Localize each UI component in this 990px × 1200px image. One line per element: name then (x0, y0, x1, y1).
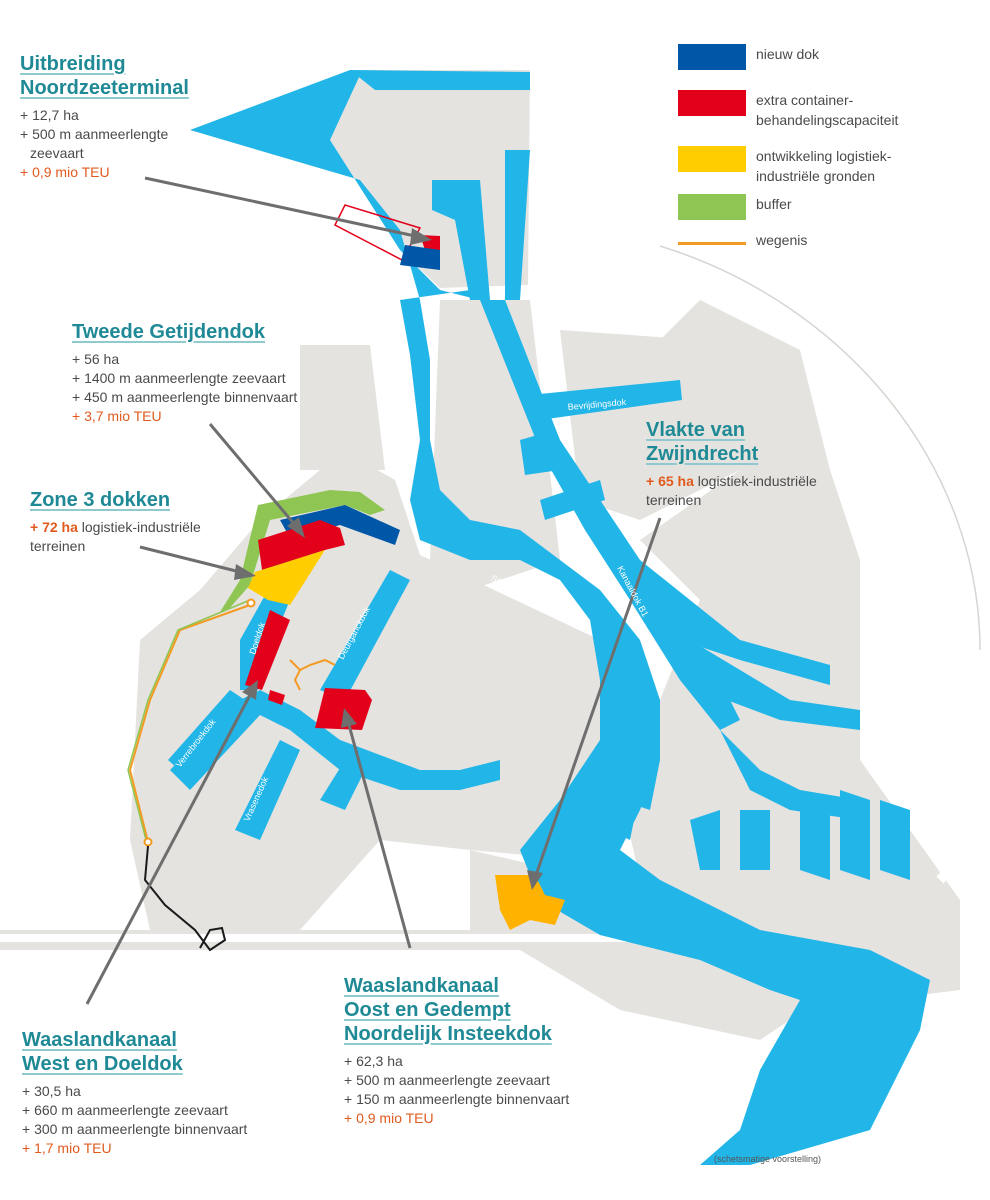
callout-line: + 500 m aanmeerlengte zeevaart (344, 1072, 550, 1088)
callout-line: + 30,5 ha (22, 1083, 81, 1099)
noordzeeterminal-project (333, 204, 440, 270)
callout-line: terreinen (646, 492, 702, 508)
logistics-zone3 (248, 550, 325, 605)
callout-highlight: + 72 ha (30, 519, 78, 535)
new-dock-getijdendok (280, 505, 400, 545)
legend-item-buffer: buffer (678, 194, 792, 220)
buffer-road (127, 599, 251, 841)
callout-highlight: + 65 ha (646, 473, 694, 489)
callout-title: Noordelijk Insteekdok (344, 1023, 552, 1045)
callout-teu: + 0,9 mio TEU (344, 1110, 434, 1126)
legend-label: nieuw dok (756, 46, 820, 62)
legend-label: ontwikkeling logistiek- industriële gron… (756, 148, 892, 184)
ring-road (658, 235, 990, 884)
pointer-arrows (85, 176, 662, 1005)
callout-getijdendok: Tweede Getijdendok + 56 ha + 1400 m aanm… (72, 320, 297, 426)
legend-item-container: extra container- behandelingscapaciteit (678, 90, 898, 130)
callout-zone3: Zone 3 dokken + 72 ha logistiek-industri… (30, 488, 201, 556)
legend-label: wegenis (756, 232, 808, 248)
container-doeldok (245, 610, 290, 690)
callout-line: terreinen (30, 538, 86, 554)
callout-teu: + 0,9 mio TEU (20, 164, 110, 180)
callout-waaslandkanaal-west: Waaslandkanaal West en Doeldok + 30,5 ha… (22, 1028, 247, 1158)
railway-loop (143, 845, 227, 952)
callout-line: + 660 m aanmeerlengte zeevaart (22, 1102, 228, 1118)
callout-line: + 56 ha (72, 351, 120, 367)
callout-line: + 1400 m aanmeerlengte zeevaart (72, 370, 286, 386)
legend-swatch-green (678, 194, 746, 220)
legend-swatch-blue (678, 44, 746, 70)
callout-title: Waaslandkanaal (22, 1029, 177, 1051)
callout-line: + 62,3 ha (344, 1053, 403, 1069)
legend-item-logistiek: ontwikkeling logistiek- industriële gron… (678, 146, 891, 186)
callout-title: Waaslandkanaal (344, 975, 499, 997)
callout-line: zeevaart (30, 145, 84, 161)
logistics-zwijndrecht (495, 875, 565, 930)
schematic-note: (schetsmatige voorstelling) (714, 1154, 822, 1164)
callout-noordzeeterminal: Uitbreiding Noordzeeterminal + 12,7 ha +… (20, 52, 189, 182)
container-doeldok-small (268, 690, 285, 705)
legend-swatch-yellow (678, 146, 746, 172)
road-node (143, 837, 153, 847)
callout-title: Zwijndrecht (646, 443, 759, 465)
callout-title: Vlakte van (646, 419, 745, 441)
callout-line: + 72 ha logistiek-industriële (30, 518, 201, 537)
callout-line: + 150 m aanmeerlengte binnenvaart (344, 1091, 570, 1107)
legend-label: buffer (756, 196, 792, 212)
container-getijdendok (258, 520, 345, 570)
zone3-project (220, 490, 400, 730)
callout-rest: logistiek-industriële (77, 519, 201, 535)
callout-title: West en Doeldok (22, 1053, 183, 1075)
legend-swatch-red (678, 90, 746, 116)
callout-line: + 500 m aanmeerlengte (20, 126, 169, 142)
callout-rest: logistiek-industriële (693, 473, 817, 489)
legend-item-wegenis: wegenis (678, 230, 807, 250)
callout-title: Noordzeeterminal (20, 77, 189, 99)
callout-title: Tweede Getijdendok (72, 321, 265, 343)
callout-title: Zone 3 dokken (30, 489, 171, 511)
buffer-zone (220, 490, 385, 612)
callout-title: Uitbreiding (20, 53, 126, 75)
callout-line: + 12,7 ha (20, 107, 79, 123)
legend-label: extra container- behandelingscapaciteit (756, 92, 899, 128)
orange-roads (128, 604, 336, 843)
callout-line: + 450 m aanmeerlengte binnenvaart (72, 389, 298, 405)
callout-line: + 65 ha logistiek-industriële (646, 472, 817, 491)
callout-line: + 300 m aanmeerlengte binnenvaart (22, 1121, 248, 1137)
container-waaslandoost (315, 688, 372, 730)
legend-swatch-orange-line (678, 242, 746, 245)
legend-item-nieuw-dok: nieuw dok (678, 44, 819, 70)
callout-teu: + 1,7 mio TEU (22, 1140, 112, 1156)
callout-title: Oost en Gedempt (344, 999, 511, 1021)
water-bodies (168, 70, 930, 1165)
ring-road-grey (659, 245, 981, 651)
callout-teu: + 3,7 mio TEU (72, 408, 162, 424)
callout-waaslandkanaal-oost: Waaslandkanaal Oost en Gedempt Noordelij… (344, 974, 569, 1128)
callout-zwijndrecht: Vlakte van Zwijndrecht + 65 ha logistiek… (646, 418, 817, 510)
road-node-2 (246, 598, 256, 608)
